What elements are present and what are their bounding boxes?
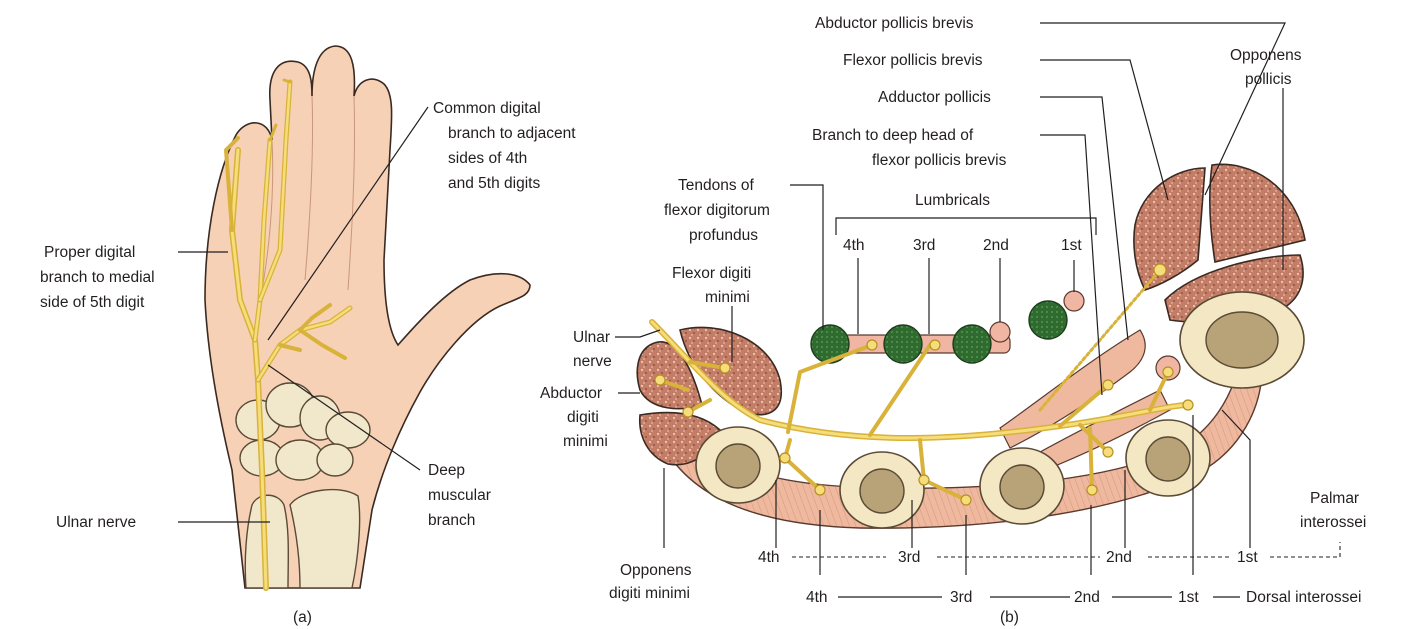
label-deep-muscular: Deep	[428, 462, 465, 479]
label-deep-muscular-3: branch	[428, 512, 475, 529]
label-proper-digital-2: branch to medial	[40, 269, 155, 286]
label-palmar-interossei: Palmar	[1310, 490, 1359, 507]
label-dorsal-2nd: 2nd	[1074, 589, 1100, 606]
label-proper-digital: Proper digital	[44, 244, 135, 261]
label-opponens-pollicis-2: pollicis	[1245, 71, 1292, 88]
label-opponens-pollicis: Opponens	[1230, 47, 1302, 64]
label-ulnar-nerve-b-2: nerve	[573, 353, 612, 370]
caption-a: (a)	[293, 609, 312, 626]
label-adductor-pollicis: Adductor pollicis	[878, 89, 991, 106]
label-flexor-digiti-minimi-2: minimi	[705, 289, 750, 306]
label-branch-deep-head-2: flexor pollicis brevis	[872, 152, 1007, 169]
caption-b: (b)	[1000, 609, 1019, 626]
label-proper-digital-3: side of 5th digit	[40, 294, 145, 311]
label-dorsal-interossei: Dorsal interossei	[1246, 589, 1361, 606]
label-palmar-4th: 4th	[758, 549, 780, 566]
label-abductor-digiti-minimi: Abductor	[540, 385, 602, 402]
label-flexor-pollicis-brevis: Flexor pollicis brevis	[843, 52, 983, 69]
hand-illustration: Common digital branch to adjacent sides …	[40, 46, 576, 626]
label-lumbricals: Lumbricals	[915, 192, 990, 209]
label-opponens-digiti-minimi-2: digiti minimi	[609, 585, 690, 602]
label-palmar-interossei-2: interossei	[1300, 514, 1366, 531]
label-dorsal-1st: 1st	[1178, 589, 1199, 606]
label-abductor-digiti-minimi-3: minimi	[563, 433, 608, 450]
label-lumbrical-1st: 1st	[1061, 237, 1082, 254]
label-palmar-2nd: 2nd	[1106, 549, 1132, 566]
label-tendons-fdp: Tendons of	[678, 177, 755, 194]
label-abductor-digiti-minimi-2: digiti	[567, 409, 599, 426]
label-common-digital-4: and 5th digits	[448, 175, 540, 192]
label-abductor-pollicis-brevis: Abductor pollicis brevis	[815, 15, 974, 32]
cross-section: Abductor pollicis brevis Flexor pollicis…	[540, 15, 1366, 626]
label-lumbrical-2nd: 2nd	[983, 237, 1009, 254]
label-common-digital: Common digital	[433, 100, 541, 117]
label-palmar-1st: 1st	[1237, 549, 1258, 566]
label-branch-deep-head: Branch to deep head of	[812, 127, 974, 144]
label-tendons-fdp-3: profundus	[689, 227, 758, 244]
label-dorsal-4th: 4th	[806, 589, 828, 606]
label-dorsal-3rd: 3rd	[950, 589, 972, 606]
label-tendons-fdp-2: flexor digitorum	[664, 202, 770, 219]
label-flexor-digiti-minimi: Flexor digiti	[672, 265, 751, 282]
label-palmar-3rd: 3rd	[898, 549, 920, 566]
label-lumbrical-3rd: 3rd	[913, 237, 935, 254]
label-deep-muscular-2: muscular	[428, 487, 491, 504]
label-lumbrical-4th: 4th	[843, 237, 865, 254]
label-ulnar-nerve-a: Ulnar nerve	[56, 514, 136, 531]
label-common-digital-2: branch to adjacent	[448, 125, 576, 142]
label-common-digital-3: sides of 4th	[448, 150, 527, 167]
label-opponens-digiti-minimi: Opponens	[620, 562, 692, 579]
label-ulnar-nerve-b: Ulnar	[573, 329, 610, 346]
